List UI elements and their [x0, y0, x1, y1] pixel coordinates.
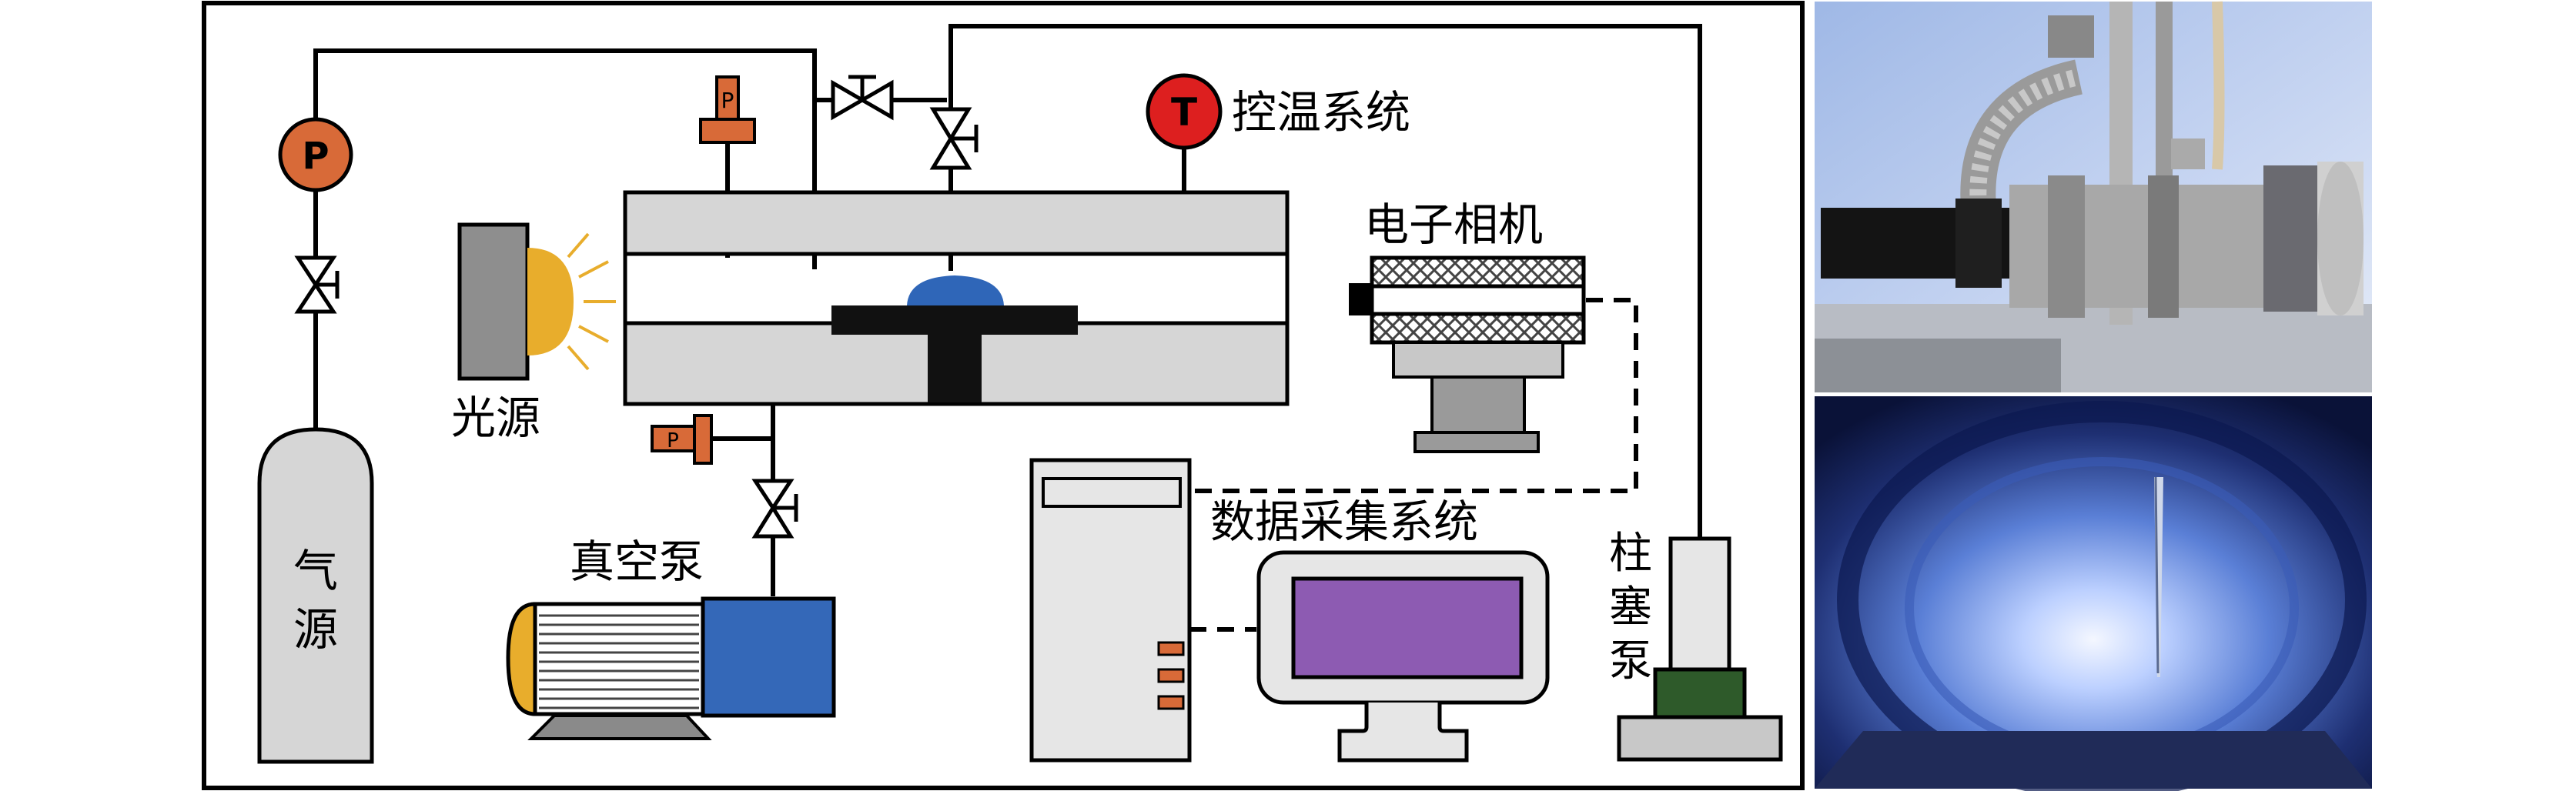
pressure-gauge-icon: P — [278, 117, 353, 192]
plunger-pump — [1617, 536, 1783, 762]
bottom-pressure-sensor-icon: P — [651, 414, 713, 465]
branch-valve-icon — [831, 75, 894, 121]
test-chamber — [623, 190, 1290, 406]
vacuum-pump-label: 真空泵 — [570, 536, 704, 588]
sample-stage — [831, 305, 1078, 335]
camera-label: 电子相机 — [1364, 199, 1543, 251]
plunger-pump-label-2: 塞 — [1609, 582, 1652, 632]
temp-control-label: 控温系统 — [1232, 86, 1410, 139]
gas-source-label-2: 源 — [293, 603, 338, 656]
inlet-valve-icon — [929, 107, 979, 170]
plunger-pump-label-3: 泵 — [1609, 636, 1652, 686]
bottom-sensor-symbol: P — [667, 429, 679, 452]
computer-tower — [1029, 458, 1192, 763]
camera — [1349, 255, 1586, 453]
gas-source-cylinder: 气 源 — [257, 427, 374, 764]
top-sensor-symbol: P — [721, 88, 734, 113]
apparatus-photo — [1815, 1, 2372, 392]
top-pressure-sensor-icon: P — [699, 75, 756, 144]
pressure-gauge-symbol: P — [302, 135, 329, 178]
gas-valve-icon — [294, 255, 340, 314]
droplet — [907, 275, 1004, 305]
light-source-label: 光源 — [451, 392, 540, 444]
light-source — [457, 222, 616, 381]
vacuum-valve-icon — [751, 479, 798, 539]
temperature-gauge-icon: T — [1146, 73, 1223, 150]
data-acquisition-label: 数据采集系统 — [1210, 496, 1478, 548]
plunger-pump-label-1: 柱 — [1609, 529, 1652, 579]
temperature-gauge-symbol: T — [1171, 90, 1197, 135]
chamber-interior-photo — [1815, 396, 2372, 791]
gas-source-label-1: 气 — [293, 545, 338, 597]
data-cable — [1186, 298, 1638, 632]
monitor — [1256, 550, 1550, 763]
vacuum-pump — [506, 596, 836, 740]
